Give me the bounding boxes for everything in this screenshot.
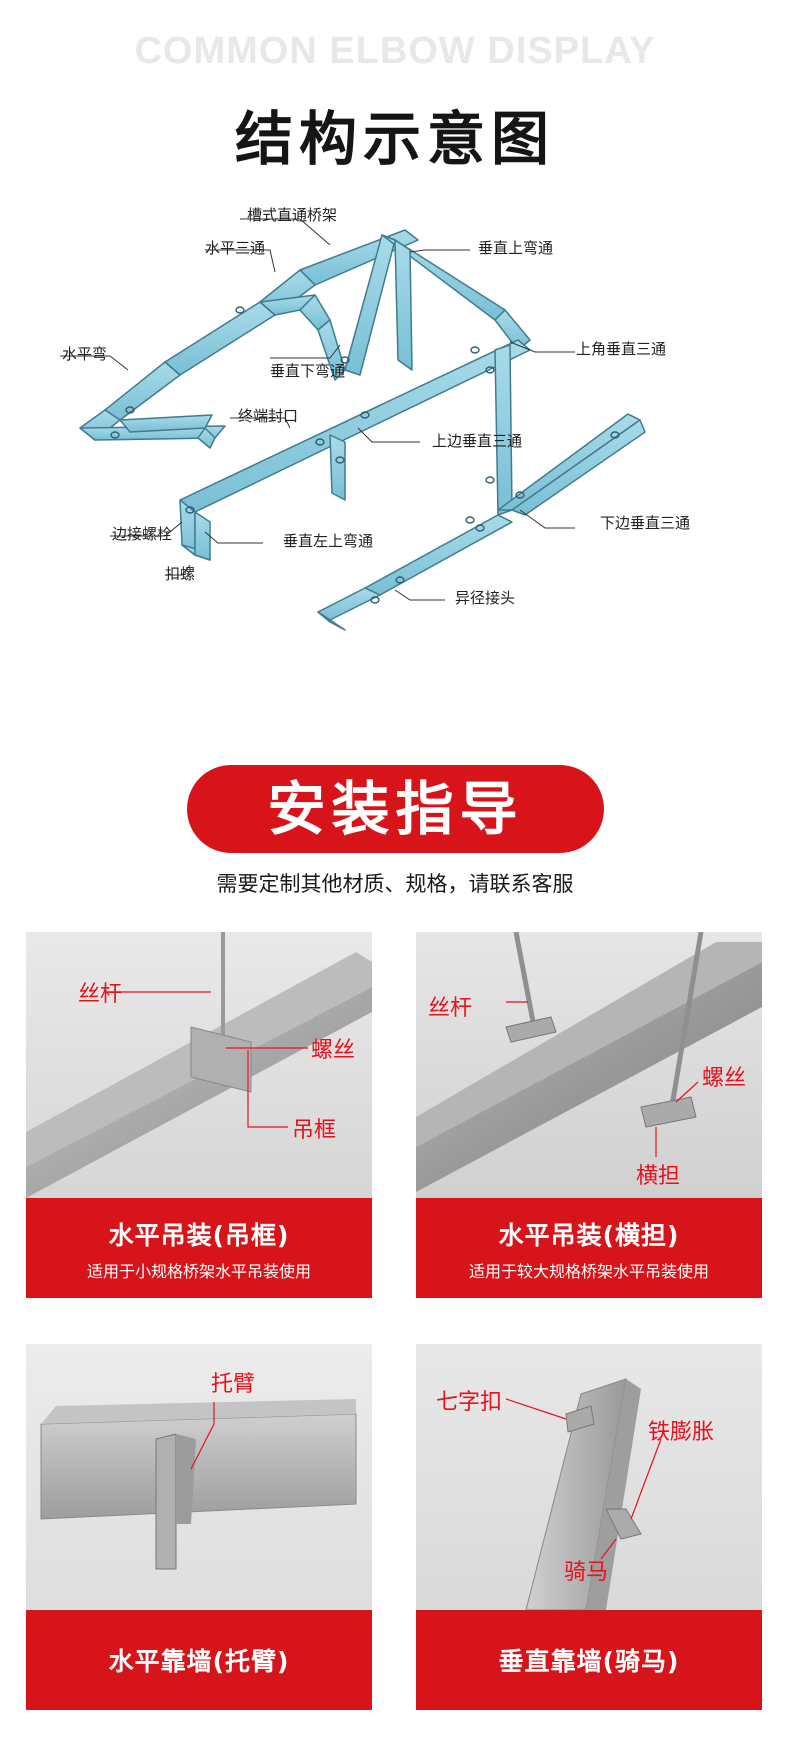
custom-contact-note: 需要定制其他材质、规格，请联系客服	[216, 872, 574, 896]
label-screw: 螺丝	[311, 1038, 356, 1063]
label-upper-side-tee: 上边垂直三通	[432, 432, 523, 450]
label-iron-expansion: 铁膨胀	[648, 1420, 715, 1445]
cross-arm-desc: 适用于较大规格桥架水平吊装使用	[468, 1262, 709, 1281]
label-reducer: 异径接头	[455, 589, 516, 607]
cross-arm-photo: 丝杆 螺丝 横担	[416, 932, 762, 1198]
label-threaded-rod: 丝杆	[428, 996, 473, 1021]
bracket-caption: 水平靠墙(托臂)	[26, 1610, 372, 1710]
saddle-title: 垂直靠墙(骑马)	[498, 1647, 680, 1676]
bracket-photo: 托臂	[26, 1344, 372, 1610]
label-seven-clip: 七字扣	[436, 1390, 503, 1415]
hanging-frame-photo: 丝杆 螺丝 吊框	[26, 932, 372, 1198]
install-card-bracket: 托臂 水平靠墙(托臂)	[26, 1344, 372, 1710]
bracket-title: 水平靠墙(托臂)	[108, 1647, 290, 1676]
label-vertical-left-up-bend: 垂直左上弯通	[283, 532, 374, 550]
cross-arm-title: 水平吊装(横担)	[498, 1221, 680, 1250]
page-title: 结构示意图	[234, 105, 555, 173]
install-card-hanging-frame: 丝杆 螺丝 吊框 水平吊装(吊框) 适用于小规格桥架水平吊装使用	[26, 932, 372, 1298]
label-cross-arm: 横担	[636, 1164, 681, 1189]
label-upper-corner-tee: 上角垂直三通	[576, 340, 667, 358]
label-end-cap: 终端封口	[238, 407, 299, 425]
saddle-photo: 七字扣 铁膨胀 骑马	[416, 1344, 762, 1610]
label-side-bolt: 边接螺栓	[112, 525, 173, 543]
label-horizontal-bend: 水平弯	[62, 345, 108, 363]
structure-diagram: 槽式直通桥架 水平三通 垂直上弯通 水平弯 上角垂直三通 垂直下弯通 终端封口 …	[0, 206, 790, 710]
label-lower-side-tee: 下边垂直三通	[600, 514, 691, 532]
label-threaded-rod: 丝杆	[78, 982, 123, 1007]
label-screw: 螺丝	[702, 1066, 747, 1091]
saddle-caption: 垂直靠墙(骑马)	[416, 1610, 762, 1710]
label-saddle: 骑马	[564, 1560, 609, 1585]
cable-tray-illustration	[60, 218, 646, 631]
cross-arm-caption: 水平吊装(横担) 适用于较大规格桥架水平吊装使用	[416, 1198, 762, 1298]
background-english-title: COMMON ELBOW DISPLAY	[134, 30, 656, 72]
install-card-cross-arm: 丝杆 螺丝 横担 水平吊装(横担) 适用于较大规格桥架水平吊装使用	[416, 932, 762, 1298]
label-bracket-arm: 托臂	[211, 1372, 256, 1397]
label-horizontal-tee: 水平三通	[205, 239, 266, 257]
install-card-saddle: 七字扣 铁膨胀 骑马 垂直靠墙(骑马)	[416, 1344, 762, 1710]
label-nut: 扣螺	[165, 565, 196, 583]
label-vertical-down-bend: 垂直下弯通	[270, 362, 346, 380]
label-straight-tray: 槽式直通桥架	[247, 206, 338, 224]
hanging-frame-desc: 适用于小规格桥架水平吊装使用	[86, 1262, 311, 1281]
hanging-frame-title: 水平吊装(吊框)	[108, 1221, 290, 1250]
install-guide-title: 安装指导	[187, 765, 604, 853]
hanging-frame-caption: 水平吊装(吊框) 适用于小规格桥架水平吊装使用	[26, 1198, 372, 1298]
label-hanging-frame: 吊框	[292, 1118, 337, 1143]
label-vertical-up-bend: 垂直上弯通	[478, 239, 554, 257]
